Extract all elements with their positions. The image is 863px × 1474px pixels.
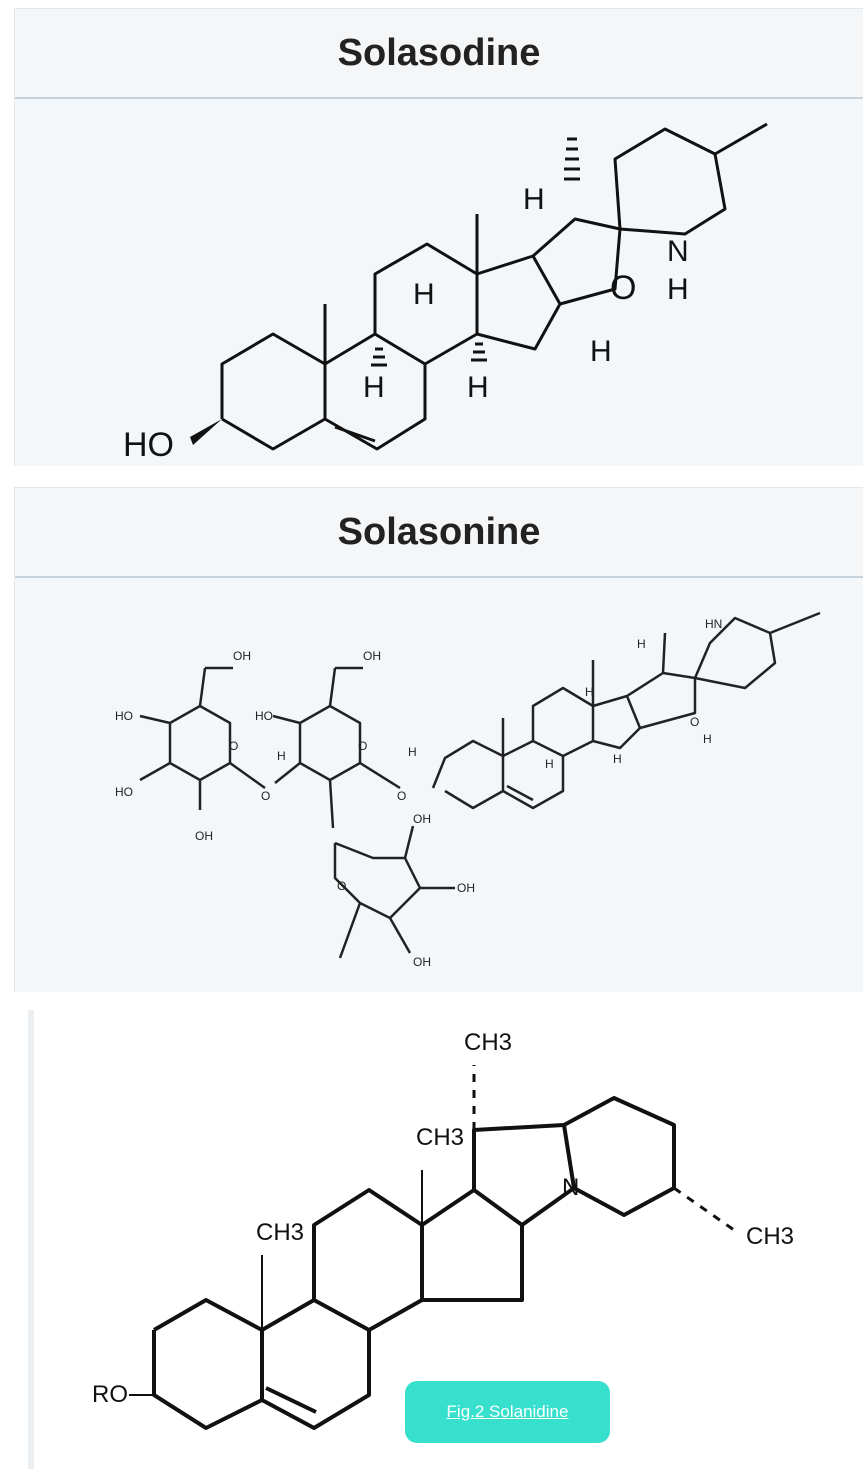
solasonine-h-2: H xyxy=(585,685,594,699)
solasonine-oh-5: OH xyxy=(457,881,475,895)
solasonine-structure: OH OH HO O HO HO O OH O O OH OH O OH HN … xyxy=(15,578,863,993)
solasonine-hn: HN xyxy=(705,617,722,631)
solasonine-ho-2: HO xyxy=(115,785,133,799)
solasodine-label-h5: H xyxy=(590,335,612,368)
solasonine-h-5: H xyxy=(703,732,712,746)
solanidine-ch3-4: CH3 xyxy=(746,1223,794,1250)
solasonine-h-1: H xyxy=(637,637,646,651)
solasonine-o-1: O xyxy=(229,739,238,753)
solasodine-title: Solasodine xyxy=(337,31,541,74)
solasonine-header: Solasonine xyxy=(15,488,863,578)
figure-label-button[interactable]: Fig.2 Solanidine xyxy=(405,1381,610,1443)
solasodine-label-o: O xyxy=(610,269,636,307)
solasodine-label-n: N xyxy=(667,235,689,268)
solanidine-ch3-2: CH3 xyxy=(416,1124,464,1151)
solasonine-o-4: O xyxy=(397,789,406,803)
solasonine-oh-6: OH xyxy=(413,955,431,969)
solanidine-n: N xyxy=(562,1174,579,1201)
solasodine-label-h1: H xyxy=(363,371,385,404)
solasodine-structure: HO H H H H H O N H xyxy=(15,99,863,467)
solasodine-panel: Solasodine xyxy=(14,8,863,466)
solanidine-diagram: CH3 CH3 CH3 N CH3 RO xyxy=(92,1029,794,1430)
solanidine-ch3-1: CH3 xyxy=(464,1029,512,1056)
solasonine-diagram: OH OH HO O HO HO O OH O O OH OH O OH HN … xyxy=(115,611,821,969)
solasonine-ho-1: HO xyxy=(115,709,133,723)
solasonine-h-7: H xyxy=(408,745,417,759)
solasonine-o-5: O xyxy=(337,879,346,893)
solasodine-label-h2: H xyxy=(413,278,435,311)
solasonine-h-6: H xyxy=(277,749,286,763)
solasonine-o-2: O xyxy=(261,789,270,803)
solasonine-oh-1: OH xyxy=(233,649,251,663)
solasonine-oh-3: OH xyxy=(195,829,213,843)
solasonine-h-4: H xyxy=(613,752,622,766)
solasodine-label-h4: H xyxy=(523,183,545,216)
solanidine-ch3-3: CH3 xyxy=(256,1219,304,1246)
solasonine-panel: Solasonine xyxy=(14,487,863,992)
solasodine-label-nh: H xyxy=(667,273,689,306)
solasonine-o-6: O xyxy=(690,715,699,729)
solanidine-ro: RO xyxy=(92,1381,128,1408)
solasodine-label-ho: HO xyxy=(123,426,174,464)
solasonine-oh-4: OH xyxy=(413,812,431,826)
solasodine-label-h3: H xyxy=(467,371,489,404)
solasonine-oh-2: OH xyxy=(363,649,381,663)
solasodine-diagram: HO H H H H H O N H xyxy=(123,122,768,464)
solasonine-title: Solasonine xyxy=(337,510,541,553)
solasonine-ho-3: HO xyxy=(255,709,273,723)
solasonine-o-3: O xyxy=(358,739,367,753)
solasonine-h-3: H xyxy=(545,757,554,771)
solasodine-header: Solasodine xyxy=(15,9,863,99)
